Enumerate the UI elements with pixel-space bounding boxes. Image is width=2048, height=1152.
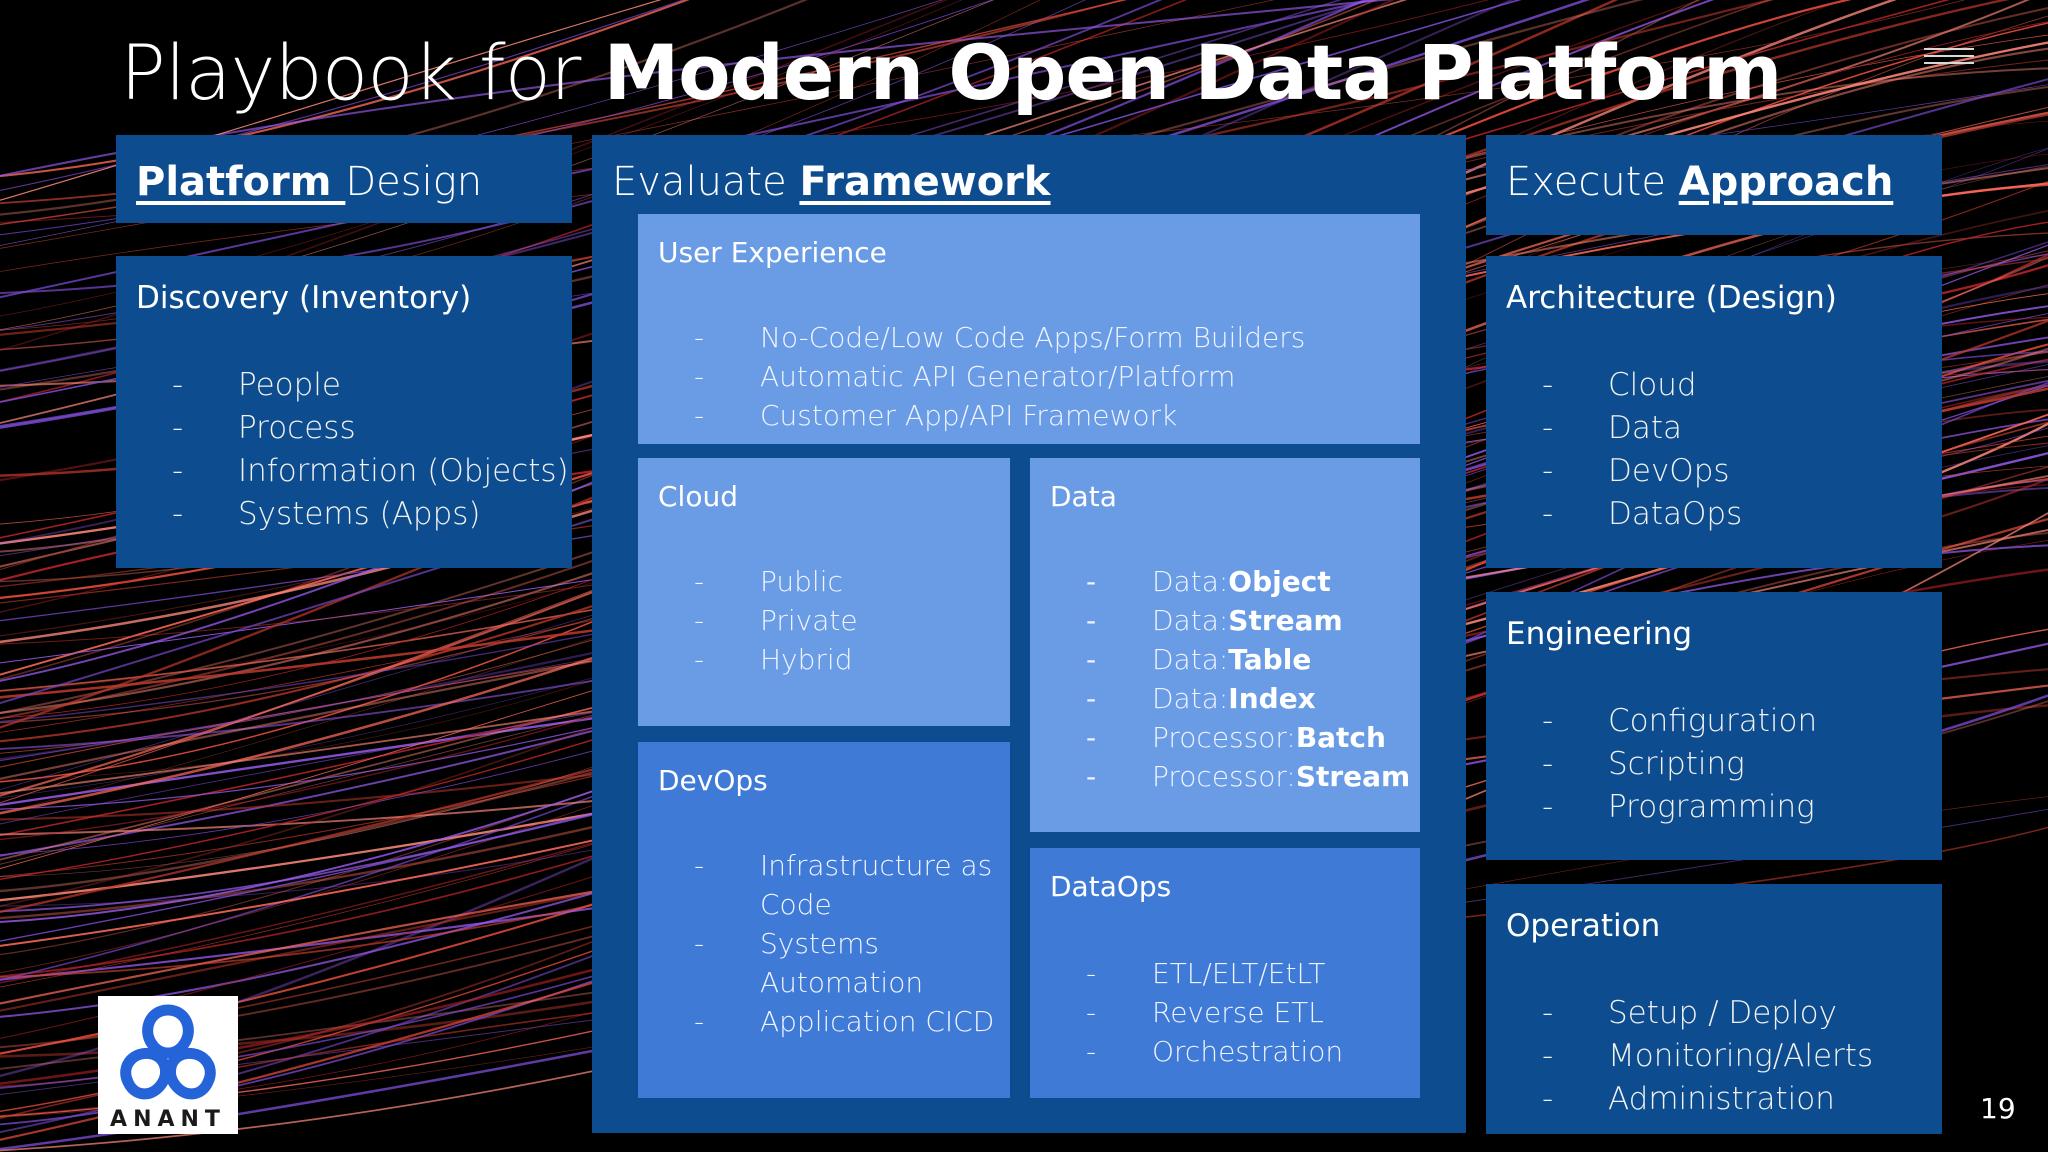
title-light: Playbook for [120,28,604,117]
architecture-title: Architecture (Design) [1506,280,1837,316]
execute-approach-header: Execute Approach [1486,135,1942,235]
user-experience-title: User Experience [658,236,887,269]
dataops-box: DataOps -ETL/ELT/EtLT -Reverse ETL -Orch… [1030,848,1420,1098]
operation-title: Operation [1506,908,1661,944]
data-title: Data [1050,480,1117,513]
platform-link[interactable]: Platform [136,159,346,205]
platform-design-header: Platform Design [116,135,572,223]
engineering-box: Engineering -Configuration -Scripting -P… [1486,592,1942,860]
data-box: Data -Data:Object -Data:Stream -Data:Tab… [1030,458,1420,832]
framework-link[interactable]: Framework [799,159,1051,205]
trefoil-icon [120,1004,216,1100]
cloud-box: Cloud -Public -Private -Hybrid [638,458,1010,726]
engineering-title: Engineering [1506,616,1692,652]
menu-icon[interactable] [1924,48,1974,66]
devops-title: DevOps [658,764,768,797]
operation-box: Operation -Setup / Deploy -Monitoring/Al… [1486,884,1942,1134]
architecture-box: Architecture (Design) -Cloud -Data -DevO… [1486,256,1942,568]
discovery-title: Discovery (Inventory) [136,280,472,316]
logo-wordmark: ANANT [110,1107,226,1132]
slide-title: Playbook for Modern Open Data Platform [120,28,1783,118]
user-experience-box: User Experience -No-Code/Low Code Apps/F… [638,214,1420,444]
title-bold: Modern Open Data Platform [603,28,1783,117]
cloud-title: Cloud [658,480,738,513]
dataops-title: DataOps [1050,870,1172,903]
discovery-box: Discovery (Inventory) -People -Process -… [116,256,572,568]
page-number: 19 [1980,1092,2016,1125]
approach-link[interactable]: Approach [1678,159,1894,205]
anant-logo: ANANT [98,996,238,1134]
